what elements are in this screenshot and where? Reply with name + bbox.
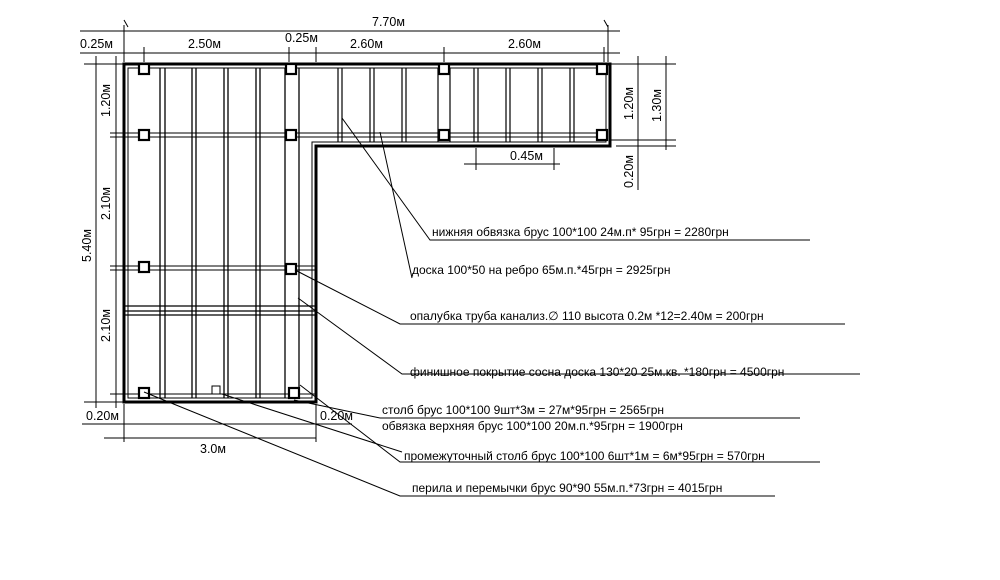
note-finish: финишное покрытие сосна доска 130*20 25м… <box>410 365 784 379</box>
post <box>287 386 301 400</box>
bottom-dimension-labels: 0.20м 0.20м 3.0м <box>86 409 353 456</box>
top-dimension-labels: 7.70м 0.25м 2.50м 0.25м 2.60м 2.60м <box>80 15 541 51</box>
bottom-dimension-lines <box>82 404 352 442</box>
dim-post-gap: 0.45м <box>510 149 543 163</box>
post <box>595 128 609 142</box>
dim-right-total: 1.30м <box>650 89 664 122</box>
post <box>595 62 609 76</box>
dim-seg-mid: 2.60м <box>350 37 383 51</box>
post <box>284 62 298 76</box>
post <box>437 128 451 142</box>
post <box>437 62 451 76</box>
note-deck-board: доска 100*50 на ребро 65м.п.*45грн = 292… <box>412 263 670 277</box>
top-dimension-lines <box>80 19 620 62</box>
left-dimension-lines <box>84 56 128 408</box>
note-mid-post: промежуточный столб брус 100*100 6шт*1м … <box>404 449 765 463</box>
left-dimension-labels: 1.20м 2.10м 2.10м 5.40м <box>80 84 113 342</box>
note-railing: перила и перемычки брус 90*90 55м.п.*73г… <box>412 481 722 495</box>
small-marker <box>211 385 221 395</box>
right-dimension-labels: 1.20м 1.30м 0.45м 0.20м <box>510 87 664 188</box>
dim-right-inner: 1.20м <box>622 87 636 120</box>
dim-left-mid: 2.10м <box>99 187 113 220</box>
annotations: нижняя обвязка брус 100*100 24м.п* 95грн… <box>382 225 784 495</box>
post <box>137 386 151 400</box>
dim-bottom-left-overhang: 0.20м <box>86 409 119 423</box>
dim-total-width: 7.70м <box>372 15 405 29</box>
dim-bottom-width: 3.0м <box>200 442 226 456</box>
note-upper-frame: обвязка верхняя брус 100*100 20м.п.*95гр… <box>382 419 683 433</box>
posts <box>137 62 609 400</box>
left-wing-joists <box>159 68 300 398</box>
dim-total-height: 5.40м <box>80 229 94 262</box>
note-post: столб брус 100*100 9шт*3м = 27м*95грн = … <box>382 403 664 417</box>
post <box>137 62 151 76</box>
post <box>284 128 298 142</box>
top-wing-joists <box>337 68 575 142</box>
dim-left-top: 1.20м <box>99 84 113 117</box>
dim-right-overhang: 0.20м <box>622 155 636 188</box>
right-dimension-lines <box>464 56 676 190</box>
dim-seg-left: 2.50м <box>188 37 221 51</box>
dim-left-offset: 0.25м <box>80 37 113 51</box>
leader-lines <box>143 117 860 497</box>
dim-mid-offset: 0.25м <box>285 31 318 45</box>
note-lower-frame: нижняя обвязка брус 100*100 24м.п* 95грн… <box>432 225 729 239</box>
dim-seg-right: 2.60м <box>508 37 541 51</box>
dim-left-low: 2.10м <box>99 309 113 342</box>
post <box>284 262 298 276</box>
post <box>137 260 151 274</box>
post <box>137 128 151 142</box>
note-formwork: опалубка труба канализ.∅ 110 высота 0.2м… <box>410 309 764 323</box>
